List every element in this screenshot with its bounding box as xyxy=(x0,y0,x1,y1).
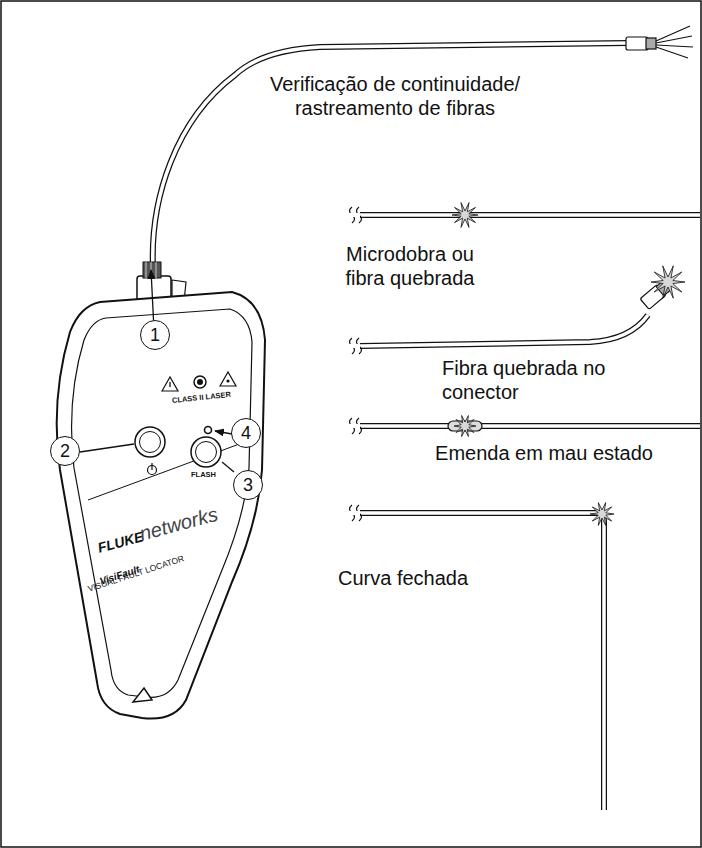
fiber-cable xyxy=(360,513,604,810)
fiber-cable xyxy=(360,423,700,429)
light-leak xyxy=(454,416,476,437)
fiber-cable xyxy=(360,315,648,346)
break-mark xyxy=(348,207,362,223)
fiber-cable xyxy=(360,424,700,428)
light-leak xyxy=(590,503,614,526)
leader-line xyxy=(80,270,234,472)
caption-text: Emenda em mau estado xyxy=(388,441,700,465)
fiber-cable xyxy=(153,43,628,268)
callout-number: 1 xyxy=(140,320,170,350)
fiber-cable xyxy=(360,212,700,218)
break-mark xyxy=(348,505,362,521)
fiber-connector xyxy=(626,26,693,58)
light-leak xyxy=(452,203,478,228)
caption-text: Curva fechada xyxy=(338,566,488,590)
caption-text: Microdobra ou fibra quebrada xyxy=(325,242,495,290)
callout-text: 4 xyxy=(241,423,251,444)
fiber-cable xyxy=(360,315,648,346)
callout-text: 1 xyxy=(150,325,160,346)
light-leak xyxy=(651,266,685,298)
caption-text: Verificação de continuidade/ rastreament… xyxy=(245,72,545,120)
callout-text: 3 xyxy=(243,475,253,496)
callout-number: 4 xyxy=(231,418,261,448)
break-mark xyxy=(348,418,362,434)
break-mark xyxy=(348,338,362,354)
fiber-cable xyxy=(360,513,604,810)
button-label: FLASH xyxy=(191,470,231,479)
caption-text: Fibra quebrada no conector xyxy=(442,356,662,404)
callout-number: 3 xyxy=(233,470,263,500)
visual-fault-locator xyxy=(57,262,265,719)
callout-number: 2 xyxy=(50,436,80,466)
callout-text: 2 xyxy=(60,441,70,462)
fiber-cable xyxy=(360,213,700,217)
